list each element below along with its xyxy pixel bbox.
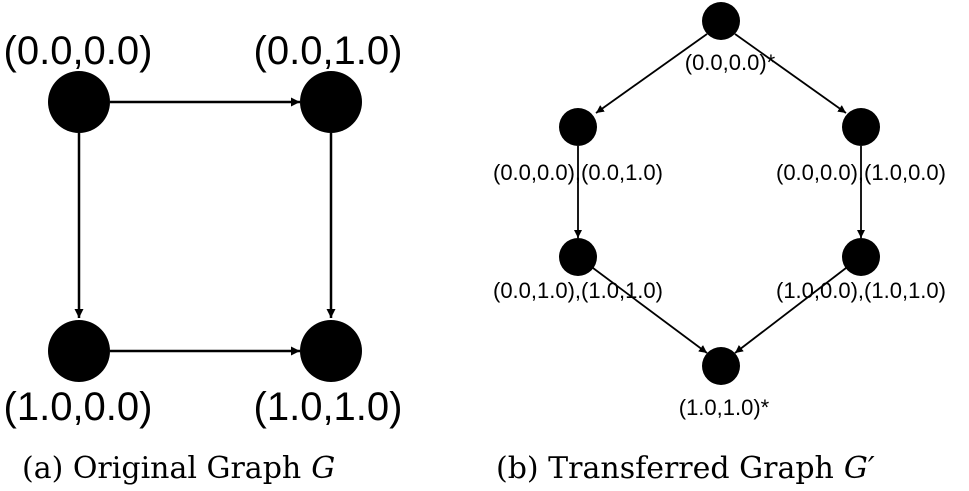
caption-a-var: G xyxy=(311,451,335,486)
caption-a-text: (a) Original Graph xyxy=(22,451,301,486)
graph-a-nodes xyxy=(48,71,362,382)
node-b-ll xyxy=(559,238,597,276)
edge-btop-bur xyxy=(734,33,847,114)
caption-b-text: (b) Transferred Graph xyxy=(496,451,834,486)
transferred-graph: (0.0,0.0)* (0.0,0.0),(0.0,1.0) (0.0,0.0)… xyxy=(493,2,946,486)
caption-b: (b) Transferred Graph G′ xyxy=(496,451,875,486)
node-label-a00: (0.0,0.0) xyxy=(4,29,153,73)
graph-a-edges xyxy=(74,97,336,356)
node-a00 xyxy=(48,71,110,133)
graph-a-labels: (0.0,0.0) (0.0,1.0) (1.0,0.0) (1.0,1.0) xyxy=(4,29,403,429)
caption-a: (a) Original Graph G xyxy=(22,451,335,486)
graph-b-nodes xyxy=(559,2,880,385)
node-label-b-ll: (0.0,1.0),(1.0,1.0) xyxy=(493,278,663,303)
node-b-lr xyxy=(842,238,880,276)
graph-b-edges xyxy=(574,33,865,354)
node-b-ul xyxy=(559,108,597,146)
node-a01 xyxy=(300,71,362,133)
node-label-a10: (1.0,0.0) xyxy=(4,385,153,429)
node-label-a11: (1.0,1.0) xyxy=(254,385,403,429)
node-b-top xyxy=(702,2,740,40)
node-a10 xyxy=(48,320,110,382)
node-b-ur xyxy=(842,108,880,146)
edge-blr-bbot xyxy=(734,267,847,354)
node-label-b-ur: (0.0,0.0),(1.0,0.0) xyxy=(776,160,946,185)
original-graph: (0.0,0.0) (0.0,1.0) (1.0,0.0) (1.0,1.0) … xyxy=(4,29,403,486)
graph-b-labels: (0.0,0.0)* (0.0,0.0),(0.0,1.0) (0.0,0.0)… xyxy=(493,50,946,420)
node-label-b-lr: (1.0,0.0),(1.0,1.0) xyxy=(776,278,946,303)
node-label-a01: (0.0,1.0) xyxy=(254,29,403,73)
node-b-bot xyxy=(702,347,740,385)
node-label-b-bot: (1.0,1.0)* xyxy=(679,395,770,420)
node-label-b-ul: (0.0,0.0),(0.0,1.0) xyxy=(493,160,663,185)
edge-bll-bbot xyxy=(592,267,708,354)
edge-btop-bul xyxy=(595,33,708,114)
caption-b-var: G′ xyxy=(844,451,875,486)
node-a11 xyxy=(300,320,362,382)
node-label-b-top: (0.0,0.0)* xyxy=(685,50,776,75)
